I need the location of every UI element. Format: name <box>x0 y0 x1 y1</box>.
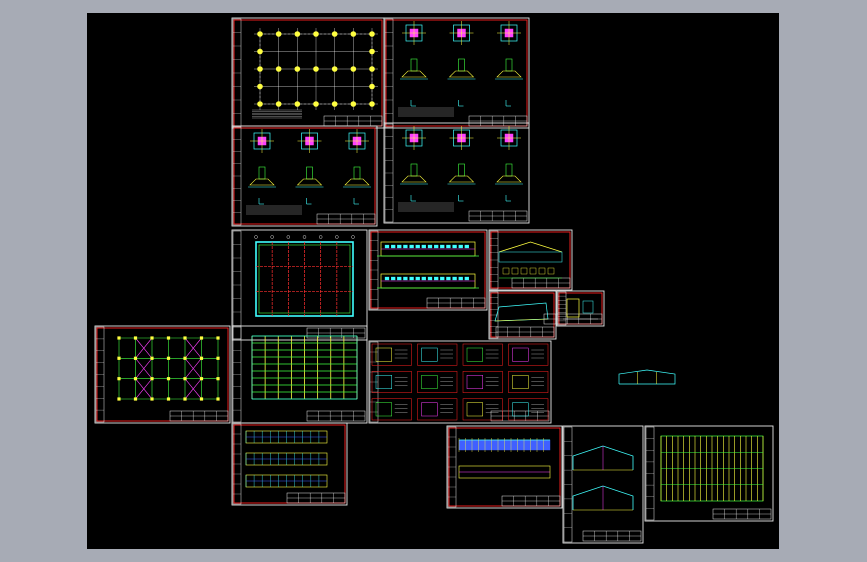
sheet-roof-panel-plan[interactable] <box>644 425 774 522</box>
sheet-long-elevation[interactable] <box>368 229 488 311</box>
cad-drawing-canvas[interactable] <box>87 13 779 549</box>
sheet-foundation-plan[interactable] <box>231 17 385 129</box>
sheet-purlin-plan[interactable] <box>231 325 368 424</box>
sheet-footing-details-1[interactable] <box>383 17 530 129</box>
sheet-footing-details-2[interactable] <box>231 125 378 227</box>
sheet-section-detail-a[interactable] <box>488 290 557 340</box>
sheet-roof-framing-plan[interactable] <box>231 229 368 341</box>
sheet-isolated-section[interactable] <box>618 369 676 385</box>
cad-model-viewport[interactable] <box>87 13 779 549</box>
sheet-footing-details-3[interactable] <box>383 122 530 224</box>
sheet-bracing-plan[interactable] <box>94 325 231 424</box>
sheet-section-detail-b[interactable] <box>543 290 605 327</box>
sheet-frame-elevation[interactable] <box>446 425 563 509</box>
sheet-wall-elevations[interactable] <box>231 422 348 506</box>
sheet-end-elevation[interactable] <box>488 229 573 291</box>
sheet-portal-frame[interactable] <box>562 425 644 544</box>
sheet-connection-details[interactable] <box>368 340 552 424</box>
